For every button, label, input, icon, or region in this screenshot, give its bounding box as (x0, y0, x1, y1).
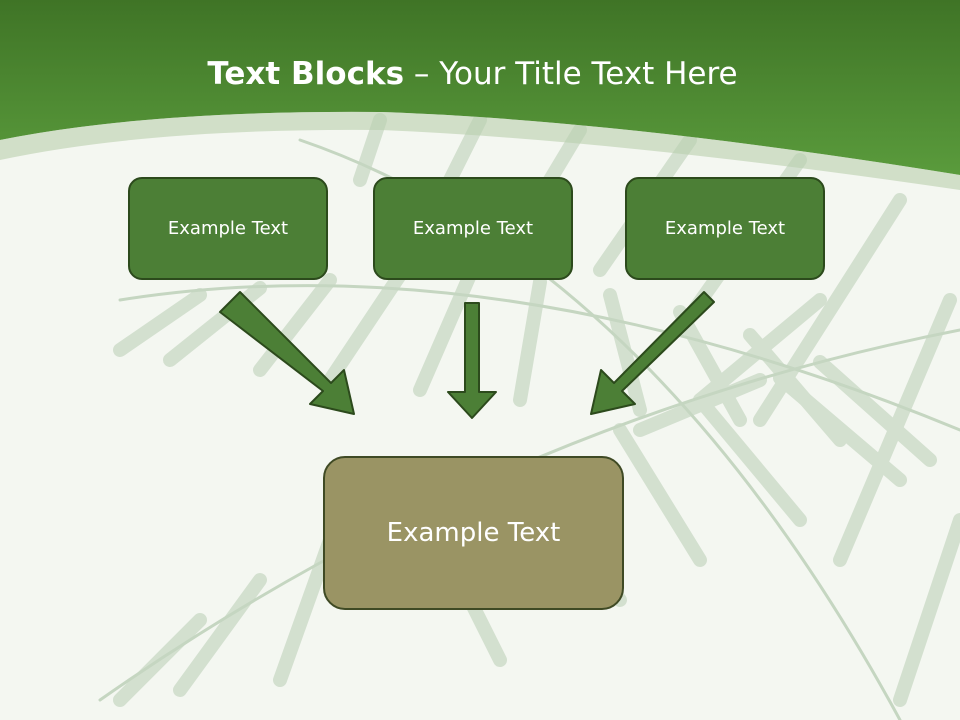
arrow-down-left (590, 291, 715, 415)
slide-title: Text Blocks – Your Title Text Here (0, 52, 945, 96)
text-block-3-label: Example Text (664, 218, 786, 239)
result-block-label: Example Text (386, 518, 561, 548)
text-block-1-label: Example Text (167, 218, 289, 239)
slide-title-separator: – (404, 56, 440, 92)
palm-leaf-background (98, 113, 960, 720)
text-block-1[interactable]: Example Text (128, 177, 328, 280)
text-block-3[interactable]: Example Text (625, 177, 825, 280)
result-block[interactable]: Example Text (323, 456, 624, 610)
arrow-down-right (219, 291, 355, 415)
slide-title-rest: Your Title Text Here (439, 56, 738, 92)
arrow-down (447, 302, 497, 419)
text-block-2-label: Example Text (412, 218, 534, 239)
slide-title-bold: Text Blocks (207, 56, 405, 92)
text-block-2[interactable]: Example Text (373, 177, 573, 280)
